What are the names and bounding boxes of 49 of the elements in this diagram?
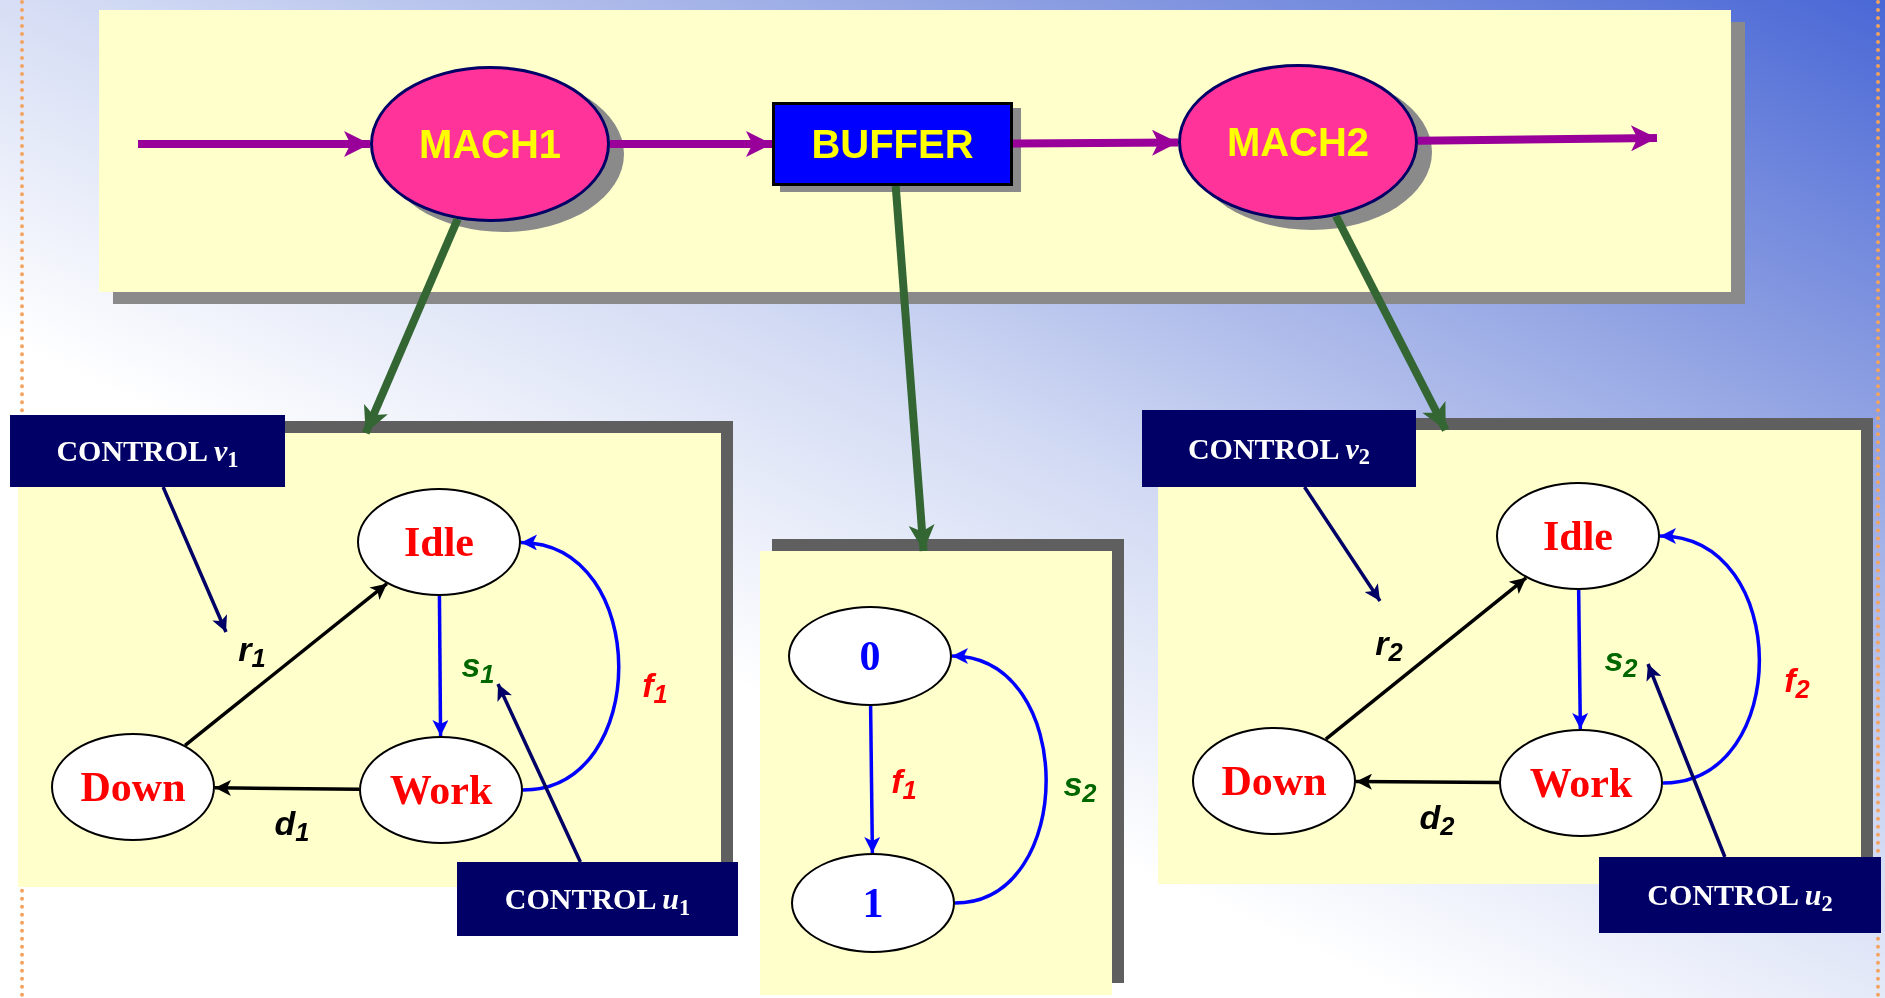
node-label: CONTROL v$_{2}$ bbox=[1187, 433, 1371, 464]
arrow bbox=[1324, 576, 1528, 741]
node-label: MACH1 bbox=[418, 124, 562, 164]
edge-label: s$_{2}$ bbox=[1063, 767, 1097, 801]
arrow bbox=[1659, 530, 1762, 785]
edge-label: d$_{1}$ bbox=[274, 806, 310, 840]
edge-label: d$_{2}$ bbox=[1419, 800, 1455, 834]
arrow bbox=[1012, 129, 1179, 156]
node-label: BUFFER bbox=[811, 124, 974, 164]
node-label: 0 bbox=[859, 635, 881, 677]
control-box bbox=[1142, 410, 1416, 487]
edge-label: r$_{1}$ bbox=[238, 632, 266, 666]
arrow bbox=[496, 683, 582, 863]
arrow bbox=[610, 131, 772, 157]
node-label: Work bbox=[1529, 762, 1633, 804]
arrow bbox=[362, 217, 462, 435]
arrow bbox=[1646, 663, 1727, 858]
arrow bbox=[1417, 125, 1658, 152]
arrow bbox=[1572, 590, 1589, 729]
node-label: Down bbox=[80, 766, 186, 808]
control-box bbox=[1599, 857, 1881, 933]
node-label: Down bbox=[1221, 760, 1327, 802]
arrow bbox=[1332, 214, 1450, 432]
node-label: MACH2 bbox=[1226, 122, 1370, 162]
arrow bbox=[214, 779, 360, 796]
arrow bbox=[1303, 486, 1382, 602]
edge-label: f$_{1}$ bbox=[642, 668, 668, 702]
control-box bbox=[10, 415, 285, 487]
arrow bbox=[161, 486, 228, 633]
node-label: Idle bbox=[404, 521, 474, 563]
node-label: CONTROL u$_{1}$ bbox=[504, 884, 691, 914]
arrow bbox=[432, 596, 449, 736]
edge-label: f$_{2}$ bbox=[1784, 663, 1810, 697]
node-label: Idle bbox=[1543, 515, 1613, 557]
arrow bbox=[891, 185, 935, 552]
node-label: CONTROL u$_{2}$ bbox=[1647, 880, 1833, 910]
node-label: CONTROL v$_{1}$ bbox=[56, 436, 239, 466]
edge-label: s$_{2}$ bbox=[1604, 642, 1638, 676]
control-box bbox=[457, 862, 738, 936]
node-label: 1 bbox=[862, 882, 884, 924]
edge-label: f$_{1}$ bbox=[891, 764, 917, 798]
arrow bbox=[1356, 773, 1499, 790]
arrow bbox=[520, 537, 621, 792]
node-label: Work bbox=[389, 769, 493, 811]
edge-label: r$_{2}$ bbox=[1375, 626, 1403, 660]
arrow bbox=[864, 706, 881, 853]
arrow bbox=[184, 582, 388, 747]
edge-label: s$_{1}$ bbox=[461, 648, 495, 682]
arrow bbox=[951, 650, 1048, 905]
